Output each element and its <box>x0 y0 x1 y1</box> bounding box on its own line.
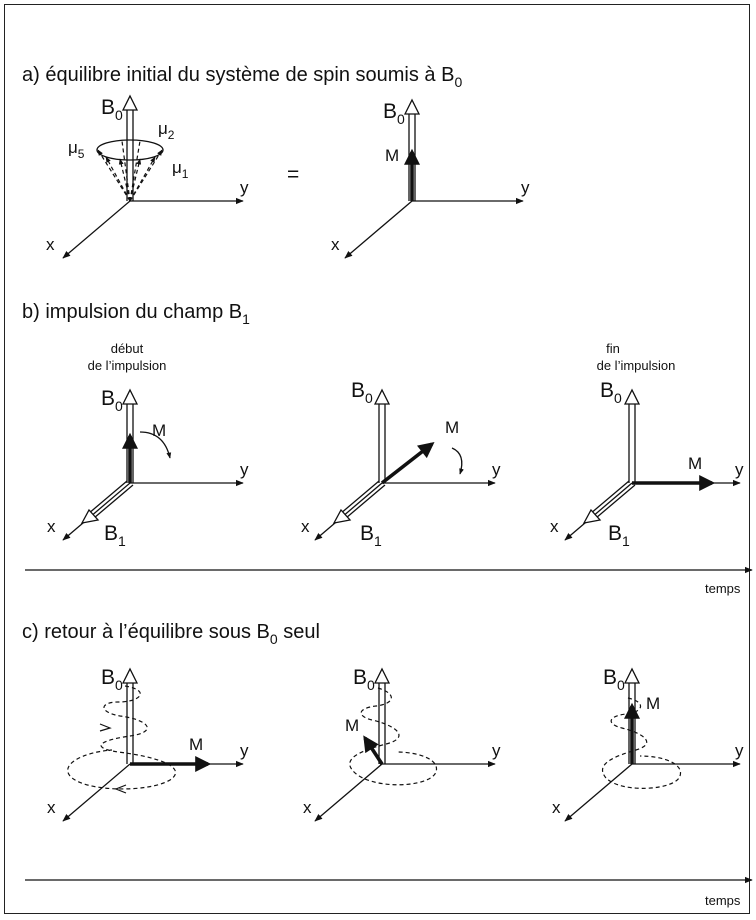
b0-label-b1: B0 <box>101 387 123 414</box>
y-label-c2: y <box>492 741 501 760</box>
axes-a-cone: B0 μ2 μ5 μ1 y x <box>46 94 249 259</box>
axes-b-end: fin de l’impulsion B0 M y x B1 <box>550 341 744 549</box>
section-c-title: c) retour à l’équilibre sous B0 seul <box>22 621 320 647</box>
x-label-c2: x <box>303 798 312 817</box>
m-label-c1: M <box>189 735 203 754</box>
m-label-a2: M <box>385 146 399 165</box>
m-label-b3: M <box>688 454 702 473</box>
b1-label-b3: B1 <box>608 522 630 549</box>
b0-label-b2: B0 <box>351 379 373 406</box>
x-label-a1: x <box>46 235 55 254</box>
axes-a-magnetisation: B0 M y x <box>331 98 530 259</box>
axes-c-start: B0 M y x <box>47 666 249 822</box>
x-label-b1: x <box>47 517 56 536</box>
timeline-1: temps <box>25 566 753 596</box>
x-label-a2: x <box>331 235 340 254</box>
b0-label-c3: B0 <box>603 666 625 693</box>
x-label-b2: x <box>301 517 310 536</box>
b0-label-b3: B0 <box>600 379 622 406</box>
mu1-label: μ1 <box>172 158 189 181</box>
b0-label-a2: B0 <box>383 100 405 127</box>
equals-sign: = <box>287 163 299 186</box>
note-fin-line2: de l’impulsion <box>597 358 676 373</box>
timeline-2: temps <box>25 876 753 908</box>
y-label-c3: y <box>735 741 744 760</box>
axes-b-middle: B0 M y x B1 <box>301 379 501 549</box>
b1-label-b2: B1 <box>360 522 382 549</box>
m-label-b1: M <box>152 421 166 440</box>
b0-label-c1: B0 <box>101 666 123 693</box>
mu5-label: μ5 <box>68 138 85 161</box>
axes-c-middle: B0 M y x <box>303 666 501 822</box>
y-label-b2: y <box>492 460 501 479</box>
y-label-a2: y <box>521 178 530 197</box>
section-a-title: a) équilibre initial du système de spin … <box>22 64 462 90</box>
b0-label-c2: B0 <box>353 666 375 693</box>
timeline-1-label: temps <box>705 581 741 596</box>
x-label-c3: x <box>552 798 561 817</box>
y-label-c1: y <box>240 741 249 760</box>
note-debut-line1: début <box>111 341 144 356</box>
m-label-c2: M <box>345 716 359 735</box>
axes-c-end: B0 M y x <box>552 666 744 822</box>
b0-label-a1: B0 <box>101 96 123 123</box>
section-b-title: b) impulsion du champ B1 <box>22 301 250 327</box>
m-label-b2: M <box>445 418 459 437</box>
mu2-label: μ2 <box>158 119 175 142</box>
note-debut-line2: de l’impulsion <box>88 358 167 373</box>
x-label-b3: x <box>550 517 559 536</box>
note-fin-line1: fin <box>606 341 620 356</box>
axes-b-start: début de l’impulsion B0 M y x B1 <box>47 341 249 549</box>
x-label-c1: x <box>47 798 56 817</box>
m-label-c3: M <box>646 694 660 713</box>
timeline-2-label: temps <box>705 893 741 908</box>
b1-label-b1: B1 <box>104 522 126 549</box>
y-label-a1: y <box>240 178 249 197</box>
y-label-b1: y <box>240 460 249 479</box>
y-label-b3: y <box>735 460 744 479</box>
